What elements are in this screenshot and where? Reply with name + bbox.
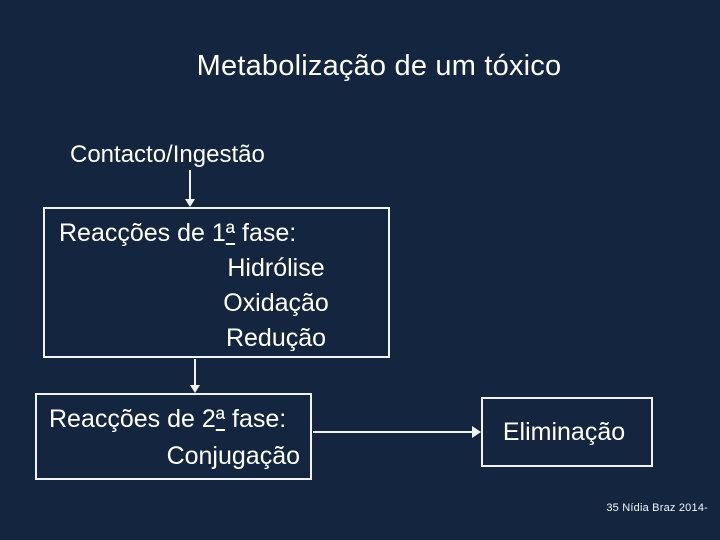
arrowhead-down-icon: [190, 385, 200, 393]
phase1-title-suffix: fase:: [235, 219, 297, 247]
arrow-contact-to-box1: [184, 170, 196, 207]
arrow-shaft: [313, 431, 474, 433]
phase2-title: Reacções de 2ª fase:: [49, 404, 310, 434]
arrow-box2-to-elimination: [313, 426, 481, 438]
list-item: Conjugação: [166, 442, 300, 470]
flow-box-elimination: Eliminação: [481, 397, 653, 467]
flow-start-label: Contacto/Ingestão: [70, 141, 265, 168]
list-item: Oxidação: [223, 289, 329, 317]
arrow-shaft: [194, 359, 196, 387]
arrowhead-right-icon: [472, 426, 481, 438]
list-item: Hidrólise: [227, 254, 325, 282]
phase1-title-prefix: Reacções de 1: [59, 219, 226, 247]
phase1-title: Reacções de 1ª fase:: [59, 218, 388, 248]
page-title: Metabolização de um tóxico: [196, 50, 562, 82]
flow-box-phase1: Reacções de 1ª fase: Hidrólise Oxidação …: [43, 207, 390, 358]
arrow-shaft: [189, 170, 191, 201]
arrowhead-down-icon: [185, 199, 195, 207]
list-item: Redução: [225, 324, 327, 352]
arrow-box1-to-box2: [189, 359, 201, 393]
phase1-items: Hidrólise Oxidação Redução: [165, 251, 387, 356]
footer-credit: 35 Nídia Braz 2014-: [606, 502, 708, 514]
elimination-label: Eliminação: [502, 417, 626, 446]
flow-box-phase2: Reacções de 2ª fase: Conjugação: [35, 393, 312, 480]
phase2-title-prefix: Reacções de 2: [49, 405, 216, 433]
phase2-title-suffix: fase:: [225, 405, 287, 433]
ordinal-indicator: ª: [225, 219, 236, 247]
ordinal-indicator: ª: [215, 405, 226, 433]
